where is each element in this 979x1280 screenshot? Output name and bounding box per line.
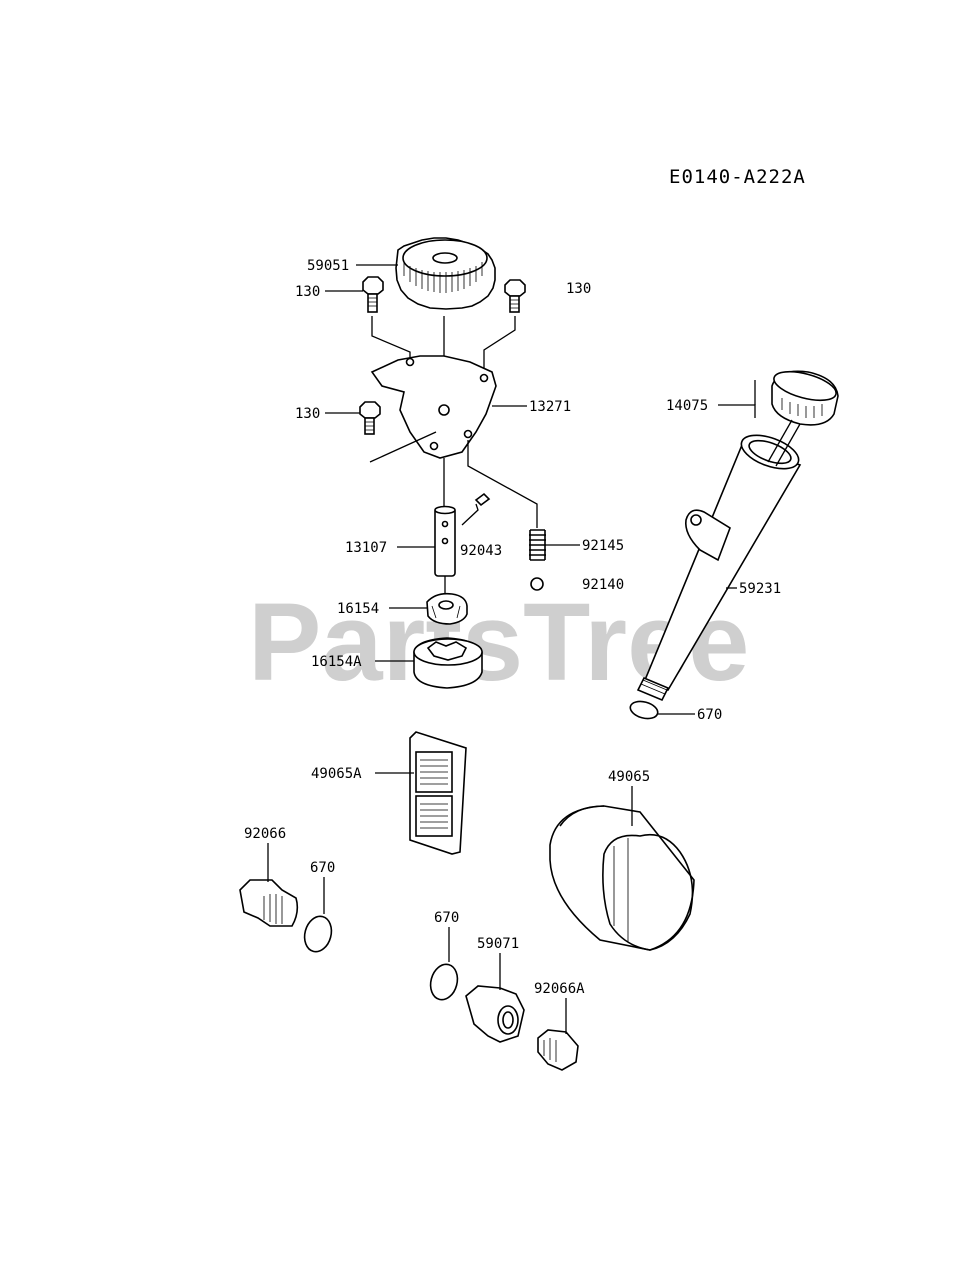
- label-670-mid: 670: [434, 910, 459, 926]
- oil-filter-49065[interactable]: [549, 805, 695, 951]
- label-59071: 59071: [477, 936, 519, 952]
- o-ring-670-dipstick[interactable]: [628, 699, 659, 722]
- label-670-left: 670: [310, 860, 335, 876]
- dipstick-cap-14075[interactable]: [767, 366, 839, 467]
- ball-92140[interactable]: [530, 577, 544, 591]
- label-49065A: 49065A: [311, 766, 362, 782]
- bolt-130-right[interactable]: [504, 279, 526, 313]
- bolt-130-left[interactable]: [362, 276, 384, 313]
- label-130-mid: 130: [295, 406, 320, 422]
- label-16154: 16154: [337, 601, 379, 617]
- o-ring-670-left[interactable]: [301, 913, 335, 955]
- spring-92145[interactable]: [529, 529, 546, 561]
- label-130-left: 130: [295, 284, 320, 300]
- label-13271: 13271: [529, 399, 571, 415]
- label-16154A: 16154A: [311, 654, 362, 670]
- bolt-130-mid[interactable]: [359, 401, 381, 435]
- oil-strainer-49065A[interactable]: [409, 731, 467, 855]
- pin-92043[interactable]: [474, 492, 491, 507]
- drain-plug-92066[interactable]: [239, 879, 299, 927]
- label-59051: 59051: [307, 258, 349, 274]
- label-92043: 92043: [460, 543, 502, 559]
- label-59231: 59231: [739, 581, 781, 597]
- o-ring-670-mid[interactable]: [427, 961, 461, 1003]
- label-92066A: 92066A: [534, 981, 585, 997]
- label-92145: 92145: [582, 538, 624, 554]
- label-92066: 92066: [244, 826, 286, 842]
- diagram-code: E0140-A222A: [669, 166, 806, 188]
- label-14075: 14075: [666, 398, 708, 414]
- label-130-right: 130: [566, 281, 591, 297]
- gear-59051[interactable]: [395, 237, 496, 310]
- drain-plug-92066A[interactable]: [537, 1029, 579, 1071]
- label-92140: 92140: [582, 577, 624, 593]
- outer-rotor-16154A[interactable]: [413, 637, 483, 689]
- label-49065: 49065: [608, 769, 650, 785]
- label-670-dipstick: 670: [697, 707, 722, 723]
- inner-rotor-16154[interactable]: [426, 592, 468, 625]
- plate-13271[interactable]: [370, 355, 497, 459]
- label-13107: 13107: [345, 540, 387, 556]
- union-fitting-59071[interactable]: [465, 985, 525, 1043]
- shaft-13107[interactable]: [434, 505, 456, 577]
